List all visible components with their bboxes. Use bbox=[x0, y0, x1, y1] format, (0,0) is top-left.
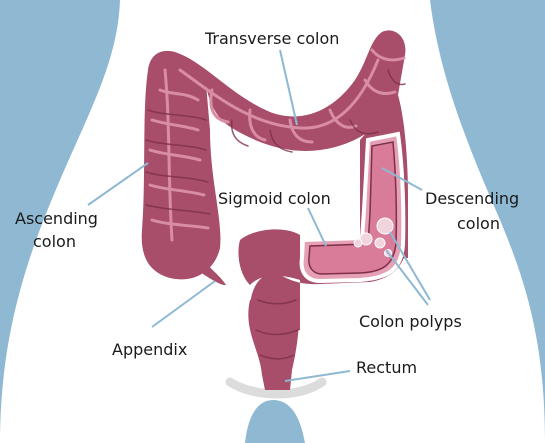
label-rectum: Rectum bbox=[356, 358, 417, 377]
label-ascending-colon-line1: Ascending bbox=[15, 209, 98, 228]
label-ascending-colon-line2: colon bbox=[33, 232, 76, 251]
label-appendix: Appendix bbox=[112, 340, 187, 359]
label-descending-colon-line2: colon bbox=[457, 214, 500, 233]
polyp-1 bbox=[377, 218, 393, 234]
polyp-3 bbox=[354, 239, 362, 247]
polyp-4 bbox=[375, 238, 385, 248]
label-sigmoid-colon: Sigmoid colon bbox=[218, 189, 331, 208]
label-transverse-colon: Transverse colon bbox=[204, 29, 339, 48]
label-colon-polyps: Colon polyps bbox=[359, 312, 462, 331]
label-descending-colon-line1: Descending bbox=[425, 189, 519, 208]
